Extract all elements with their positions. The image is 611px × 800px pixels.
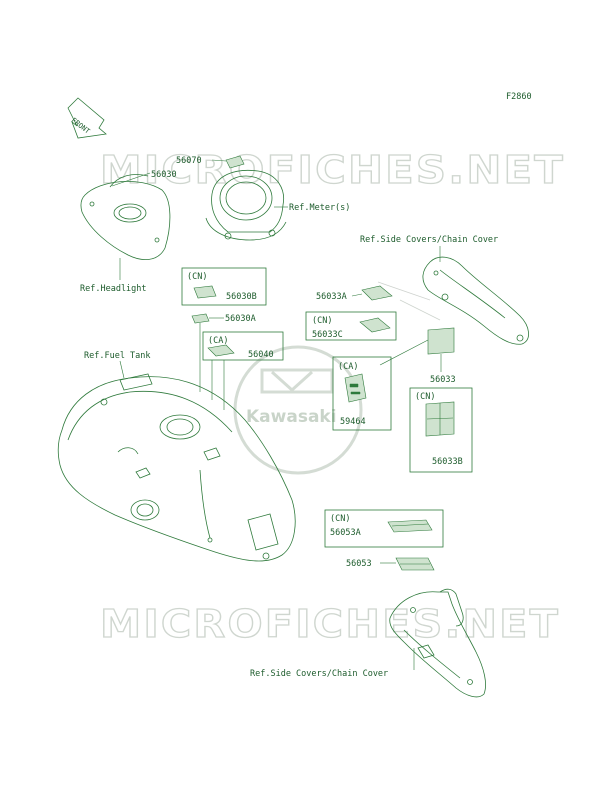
label-56053a: 56053A bbox=[330, 528, 361, 538]
label-56070: 56070 bbox=[176, 156, 202, 166]
label-56033: 56033 bbox=[430, 375, 456, 385]
meter-assembly bbox=[205, 155, 287, 241]
label-ref-side-covers-top: Ref.Side Covers/Chain Cover bbox=[360, 235, 498, 245]
label-ref-headlight: Ref.Headlight bbox=[80, 284, 147, 294]
label-56033a: 56033A bbox=[316, 292, 347, 302]
tag-ca-59464: (CA) bbox=[338, 362, 358, 372]
label-56030b: 56030B bbox=[226, 292, 257, 302]
label-56033b: 56033B bbox=[432, 457, 463, 467]
decal-56033b bbox=[425, 401, 455, 437]
label-56053: 56053 bbox=[346, 559, 372, 569]
label-59464: 59464 bbox=[340, 417, 366, 427]
tag-cn-56033c: (CN) bbox=[312, 316, 332, 326]
side-cover-upper bbox=[422, 256, 529, 345]
box-cn-56033b bbox=[409, 387, 473, 473]
tag-ca-56040: (CA) bbox=[208, 336, 228, 346]
side-cover-lower bbox=[389, 588, 486, 698]
tag-cn-56053a: (CN) bbox=[330, 514, 350, 524]
label-56030a: 56030A bbox=[225, 314, 256, 324]
label-ref-meter: Ref.Meter(s) bbox=[289, 203, 350, 213]
svg-text:Kawasaki: Kawasaki bbox=[246, 407, 337, 427]
decal-56053a bbox=[387, 519, 433, 533]
label-56040: 56040 bbox=[248, 350, 274, 360]
box-cn-56053a bbox=[324, 509, 444, 548]
watermark-top: MICROFICHES.NET bbox=[100, 148, 565, 192]
label-ref-fuel-tank: Ref.Fuel Tank bbox=[84, 351, 151, 361]
box-ca-56040 bbox=[202, 331, 284, 361]
figure-code: F2860 bbox=[506, 92, 532, 102]
front-arrow-icon: FRONT bbox=[67, 97, 107, 139]
decal-59464 bbox=[344, 373, 367, 403]
label-56030: 56030 bbox=[151, 170, 177, 180]
tag-cn-56030b: (CN) bbox=[187, 272, 207, 282]
svg-text:FRONT: FRONT bbox=[70, 116, 92, 136]
tag-cn-56033b: (CN) bbox=[415, 392, 435, 402]
box-cn-56033c bbox=[305, 311, 397, 341]
watermark-bottom: MICROFICHES.NET bbox=[100, 602, 560, 646]
label-56033c: 56033C bbox=[312, 330, 343, 340]
headlight-cover bbox=[80, 174, 171, 260]
decal-56053 bbox=[395, 557, 435, 571]
fuel-tank bbox=[57, 373, 296, 562]
box-ca-59464 bbox=[332, 356, 392, 431]
box-cn-56030b bbox=[181, 267, 267, 306]
label-ref-side-covers-bottom: Ref.Side Covers/Chain Cover bbox=[250, 669, 388, 679]
